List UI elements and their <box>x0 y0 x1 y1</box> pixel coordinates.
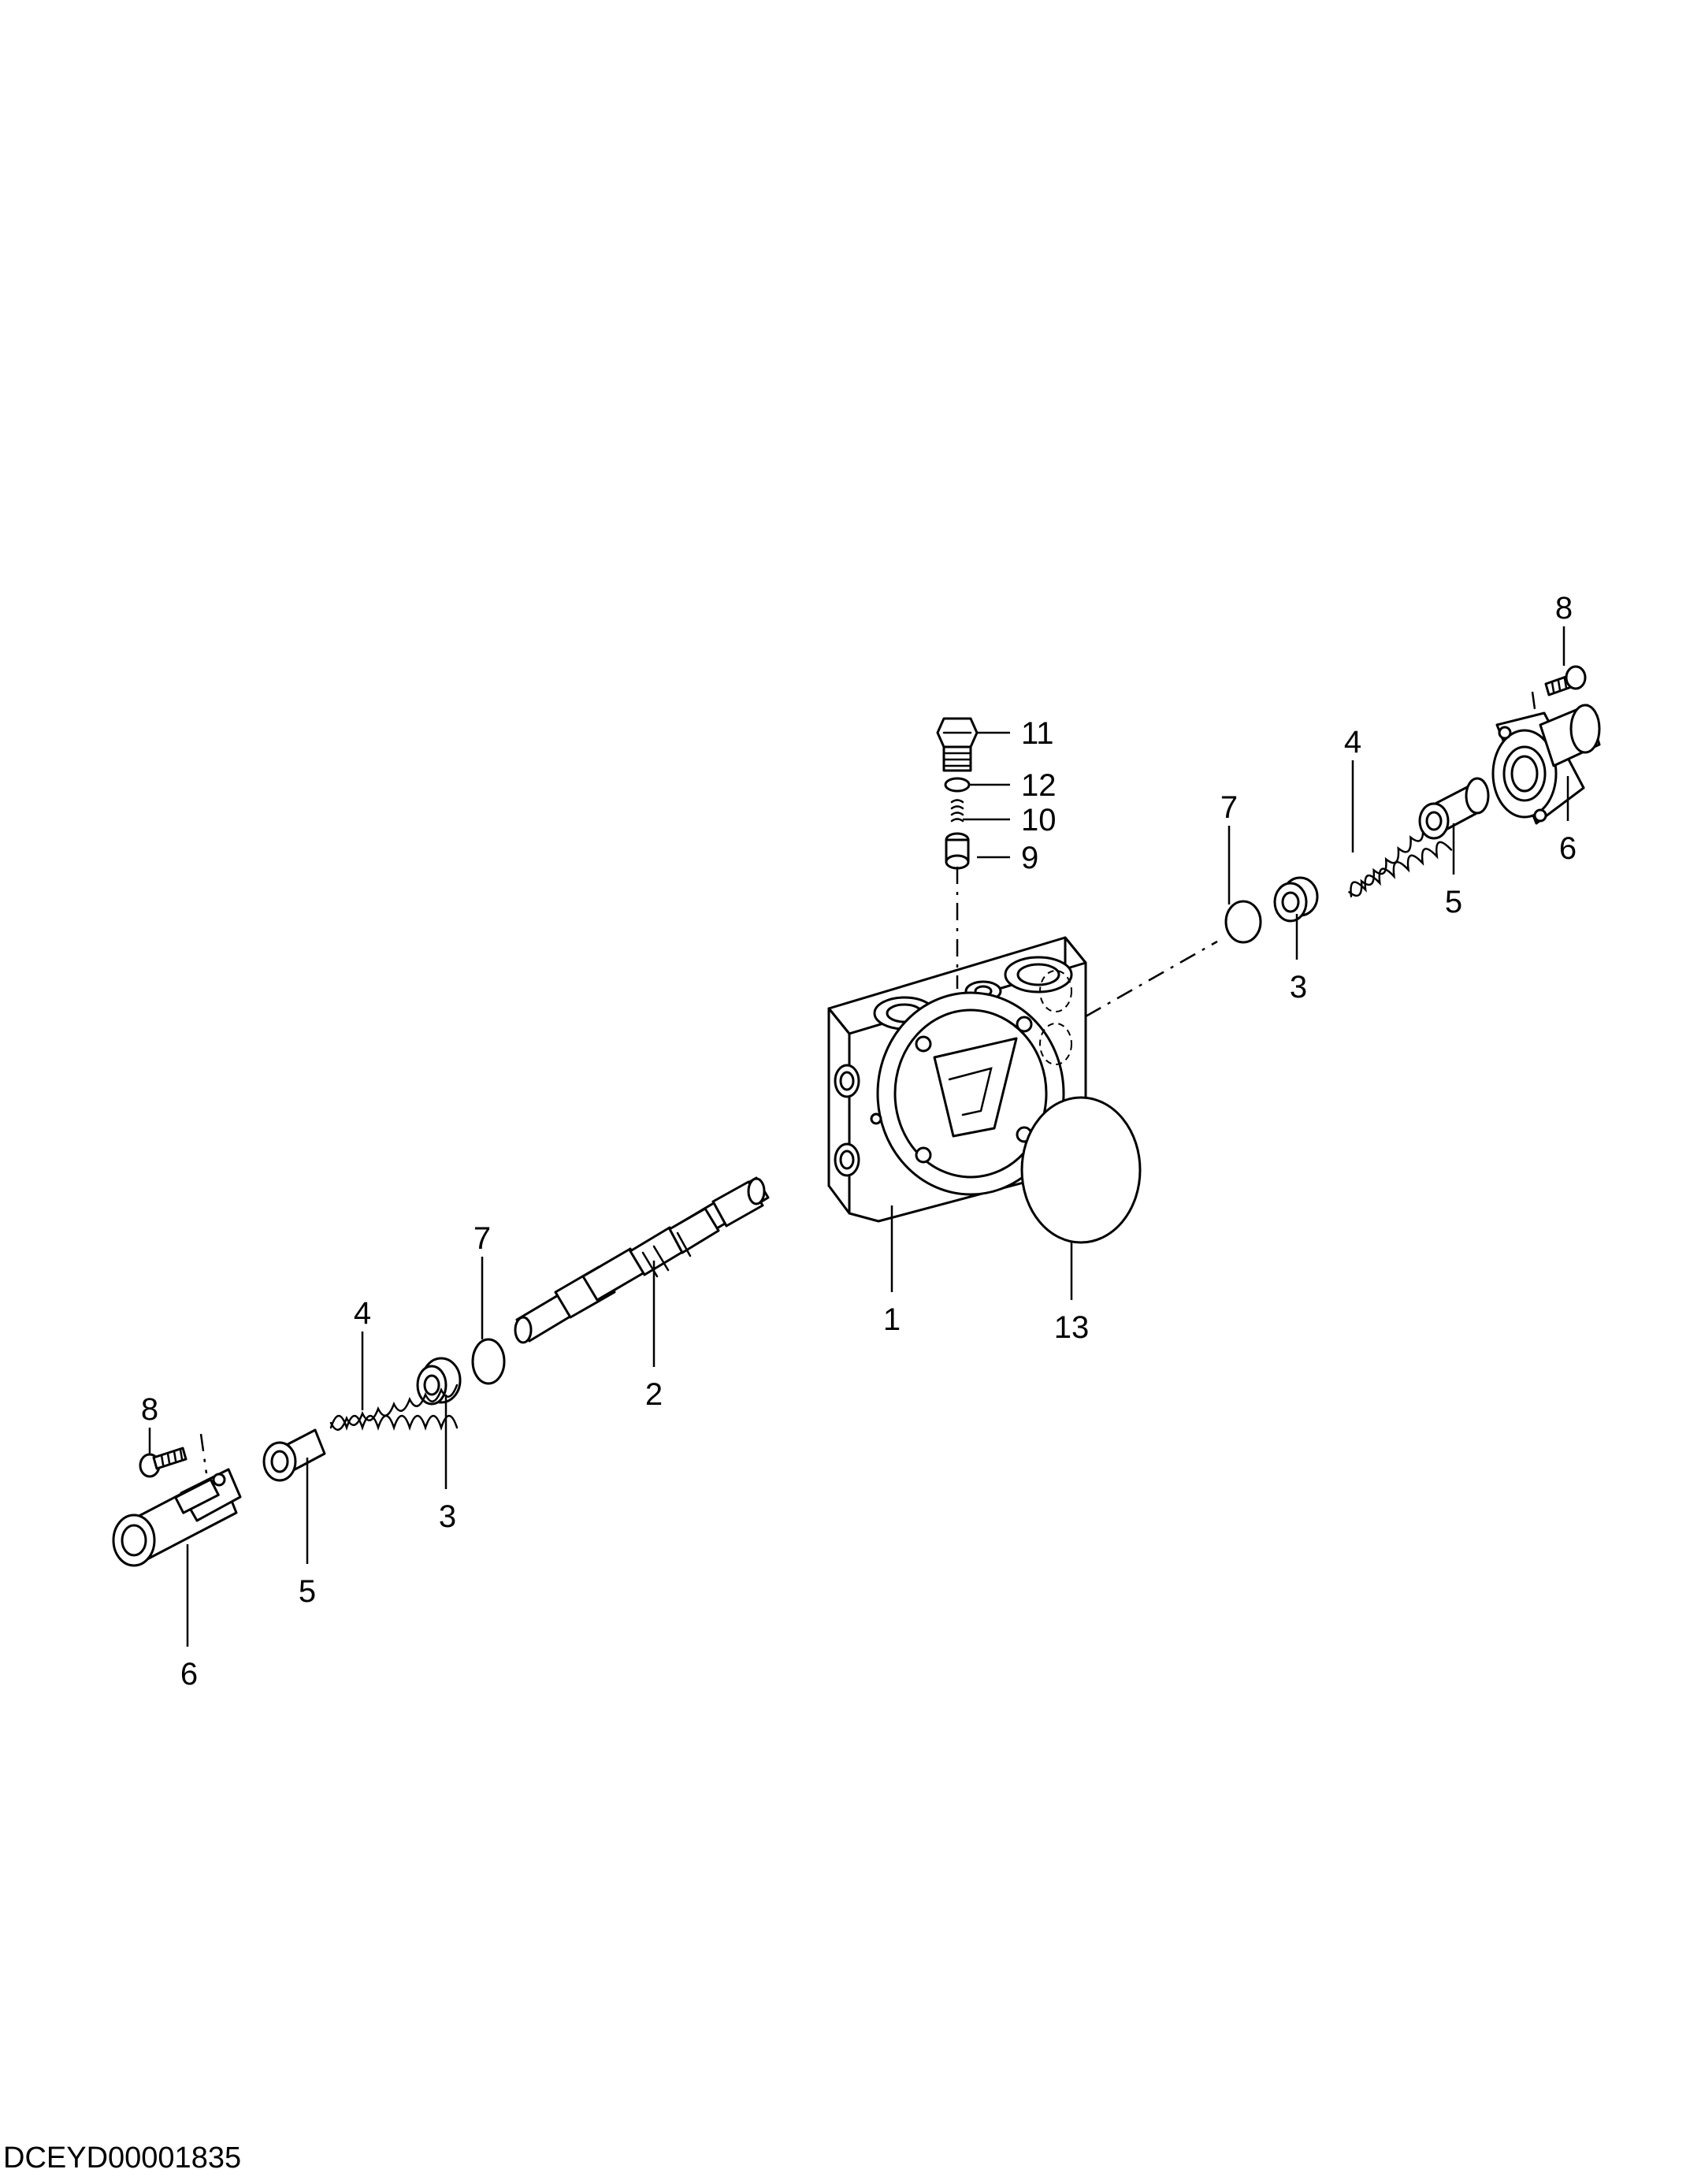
bolt-right <box>1544 665 1587 696</box>
small-spring <box>950 799 964 823</box>
poppet <box>945 832 970 870</box>
o-ring-left <box>471 1338 506 1385</box>
callout-5-left: 5 <box>299 1574 316 1609</box>
callout-8-right: 8 <box>1555 591 1573 626</box>
callout-5-right: 5 <box>1445 885 1462 919</box>
plug <box>936 717 979 772</box>
cap-right <box>1491 704 1601 825</box>
bolt-left <box>139 1447 188 1478</box>
callout-6-left: 6 <box>180 1657 198 1692</box>
callout-12: 12 <box>1021 768 1057 803</box>
callout-7-left: 7 <box>474 1221 491 1256</box>
callout-1: 1 <box>883 1302 901 1337</box>
o-ring-right <box>1224 900 1262 944</box>
callout-9: 9 <box>1021 841 1038 875</box>
callout-labels: 1 2 3 3 4 4 5 5 6 6 7 7 8 8 9 10 11 12 1… <box>141 591 1577 1692</box>
callout-8-left: 8 <box>141 1392 158 1427</box>
spool-axis-right <box>1085 940 1218 1018</box>
spring-seat-left <box>262 1428 326 1482</box>
callout-11: 11 <box>1021 716 1054 751</box>
bolt-axis-left <box>199 1433 208 1474</box>
callout-3-left: 3 <box>439 1499 456 1534</box>
callout-7-right: 7 <box>1220 790 1238 825</box>
gasket-o-ring <box>1020 1096 1142 1244</box>
figure-id: DCEYD00001835 <box>3 2141 242 2175</box>
callout-13: 13 <box>1054 1310 1090 1345</box>
callout-10: 10 <box>1021 803 1057 838</box>
plug-o-ring <box>944 777 971 793</box>
bolt-axis-right <box>1531 691 1536 710</box>
leader-lines <box>148 626 1569 1647</box>
callout-2: 2 <box>645 1377 663 1412</box>
spring-left <box>329 1384 459 1431</box>
callout-4-left: 4 <box>354 1296 371 1331</box>
callout-6-right: 6 <box>1559 831 1577 866</box>
spring-seat-right <box>1418 777 1490 840</box>
callout-3-right: 3 <box>1290 970 1307 1005</box>
washer-right <box>1273 876 1319 923</box>
washer-left <box>416 1357 462 1406</box>
callout-4-right: 4 <box>1344 725 1361 760</box>
spool <box>514 1176 770 1344</box>
cap-left <box>112 1468 242 1567</box>
